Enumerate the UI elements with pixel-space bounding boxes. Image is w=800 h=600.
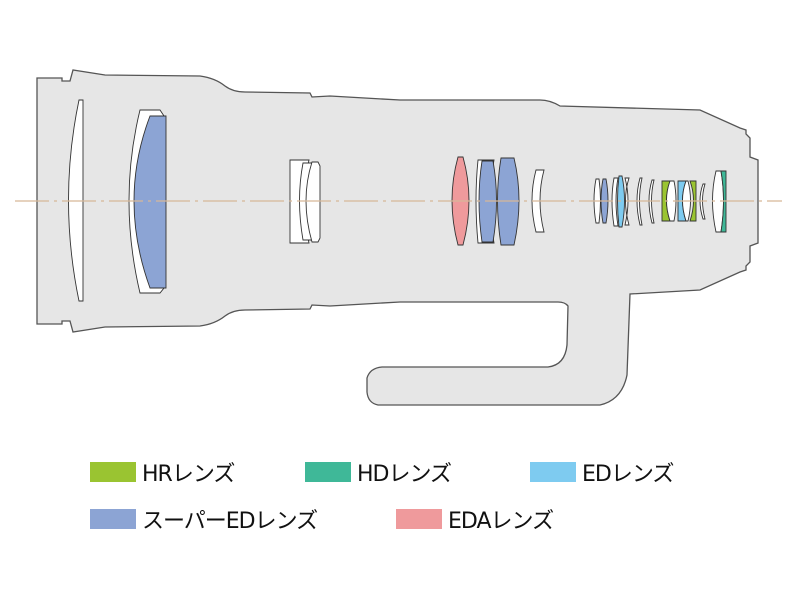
legend-swatch-hd: [305, 462, 351, 482]
legend-item-hr: HRレンズ: [90, 460, 235, 487]
legend-label-eda: EDAレンズ: [448, 509, 554, 534]
legend-item-super-ed: スーパーEDレンズ: [90, 507, 318, 534]
legend-label-ed: EDレンズ: [582, 462, 674, 487]
legend-label-super-ed: スーパーEDレンズ: [142, 509, 318, 534]
legend-item-ed: EDレンズ: [530, 460, 674, 487]
lens-element: [666, 180, 677, 222]
legend-swatch-super-ed: [90, 509, 136, 529]
legend-swatch-hr: [90, 462, 136, 482]
lens-element: [305, 161, 321, 243]
legend-swatch-ed: [530, 462, 576, 482]
lens-barrel-outline: [36, 69, 759, 406]
legend-item-hd: HDレンズ: [305, 460, 452, 487]
legend-label-hd: HDレンズ: [357, 462, 452, 487]
legend-swatch-eda: [396, 509, 442, 529]
legend-item-eda: EDAレンズ: [396, 507, 554, 534]
lens-element: [689, 180, 697, 222]
legend-label-hr: HRレンズ: [142, 462, 235, 487]
lens-element: [611, 177, 619, 227]
lens-element: [133, 115, 167, 289]
